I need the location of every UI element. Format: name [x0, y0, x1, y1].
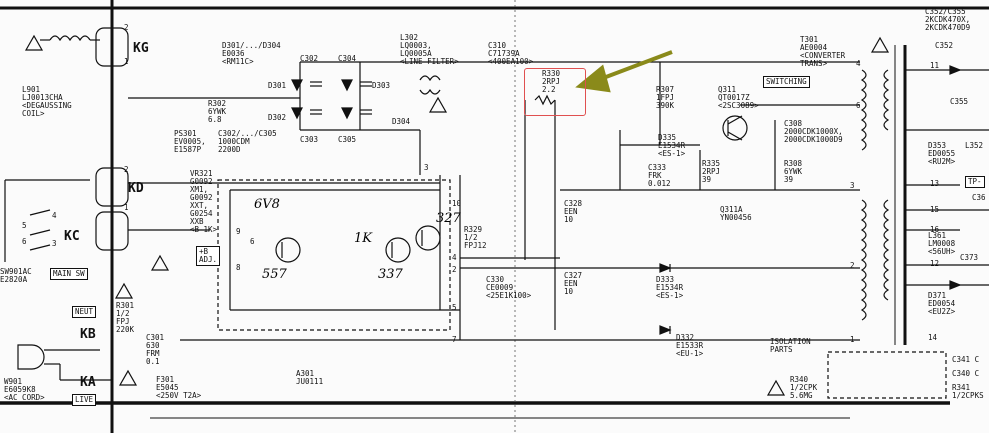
node-4: 4	[452, 253, 457, 262]
c355-label: C355	[950, 97, 969, 106]
t-pin-4: 4	[856, 59, 861, 68]
node-6: 6	[250, 237, 255, 246]
l361-label: L361 LM0008 <56UH>	[928, 231, 956, 256]
r329-label: R329 1/2 FPJ12	[464, 225, 487, 250]
t-pin-15: 15	[930, 205, 940, 214]
q311-label: Q311 QT0017Z <2SC3089>	[718, 85, 759, 110]
r335-label: R335 2RPJ 39	[702, 159, 721, 184]
r341-label: R341 1/2CPKS	[952, 383, 984, 400]
b-adj-label: +B ADJ.	[196, 246, 221, 266]
kc-label: KC	[64, 229, 80, 244]
l901-label: L901 LJ0013CHA <DEGAUSSING COIL>	[22, 85, 72, 118]
handwritten-1k: 1K	[354, 231, 372, 246]
c327-label: C327 EEN 10	[564, 271, 583, 296]
annotation-arrow	[575, 50, 673, 93]
r330-label: R330 2RPJ 2.2	[542, 69, 561, 94]
d301-label: D301/.../D304 E0036 <RM11C>	[222, 41, 281, 66]
node-5: 5	[452, 303, 457, 312]
kd-label: KD	[128, 181, 144, 196]
pin-1b: 1	[124, 203, 129, 212]
d333-label: D333 E1534R <ES-1>	[656, 275, 684, 300]
sw-pin-5: 5	[22, 221, 27, 230]
node-7: 7	[452, 335, 457, 344]
c352-label: C352	[935, 41, 954, 50]
t-pin-1: 1	[850, 335, 855, 344]
t-pin-3: 3	[850, 181, 855, 190]
c333-label: C333 FRK 0.012	[648, 163, 671, 188]
r302-label: R302 6YWK 6.8	[208, 99, 227, 124]
c310-label: C310 C71739A <400EA100>	[488, 41, 534, 66]
handwritten-337: 337	[378, 267, 403, 282]
tp-label: TP-	[965, 176, 985, 188]
sw-pin-3: 3	[52, 239, 57, 248]
c304-label: C304	[338, 54, 357, 63]
node-3: 3	[424, 163, 429, 172]
pin-2a: 2	[124, 23, 129, 32]
c330-label: C330 CE0009 <25E1K100>	[486, 275, 532, 300]
t-pin-14: 14	[928, 333, 938, 342]
a301-label: A301 JU0111	[296, 369, 324, 386]
ps301-label: PS301 EV0005, E1587P	[174, 129, 206, 154]
d332-label: D332 E1533R <EU-1>	[676, 333, 704, 358]
c302-label: C302	[300, 54, 319, 63]
c308-label: C308 2000CDK1000X, 2000CDK1000D9	[784, 119, 843, 144]
t-pin-2: 2	[850, 261, 855, 270]
r301-label: R301 1/2 FPJ 220K	[116, 301, 135, 334]
c303-label: C303	[300, 135, 319, 144]
node-9: 9	[236, 227, 241, 236]
d353-label: D353 ED0055 <RU2M>	[928, 141, 956, 166]
sw-pin-4: 4	[52, 211, 57, 220]
r307-label: R307 1FPJ 390K	[656, 85, 675, 110]
d303-label: D303	[372, 81, 391, 90]
pin-2b: 2	[124, 165, 129, 174]
c341-label: C341 C	[952, 355, 980, 364]
d304-label: D304	[392, 117, 411, 126]
t-pin-12: 12	[930, 259, 940, 268]
t-pin-16: 16	[930, 225, 940, 234]
r340-label: R340 1/2CPK 5.6MG	[790, 375, 818, 400]
pin-1a: 1	[124, 57, 129, 66]
live-label: LIVE	[72, 394, 97, 406]
w901-label: W901 E6059K8 <AC CORD>	[4, 377, 45, 402]
r308-label: R308 6YWK 39	[784, 159, 803, 184]
q311a-label: Q311A YN00456	[720, 205, 752, 222]
t-pin-6: 6	[856, 101, 861, 110]
l352-label: L352	[965, 141, 984, 150]
d335-label: D335 E1534R <ES-1>	[658, 133, 686, 158]
node-10: 10	[452, 199, 462, 208]
c301-label: C301 630 FRM 0.1	[146, 333, 165, 366]
c328-label: C328 EEN 10	[564, 199, 583, 224]
ka-label: KA	[80, 375, 96, 390]
d301b-label: D301	[268, 81, 287, 90]
node-8: 8	[236, 263, 241, 272]
r330-highlight-box	[524, 68, 586, 116]
c340-label: C340 C	[952, 369, 980, 378]
l302-label: L302 LQ0003, LQ0005A <LINE FILTER>	[400, 33, 459, 66]
c302-305-label: C302/.../C305 1000CDM 2200D	[218, 129, 277, 154]
c352-355-label: C352/C355 2KCDK470X, 2KCDK470D9	[925, 7, 971, 32]
isolation-parts-label: ISOLATION PARTS	[770, 337, 811, 354]
node-2: 2	[452, 265, 457, 274]
switching-label: SWITCHING	[763, 76, 810, 88]
kg-label: KG	[133, 41, 149, 56]
d371-label: D371 ED0054 <EU2Z>	[928, 291, 956, 316]
c36-label: C36	[972, 193, 986, 202]
handwritten-327: 327	[436, 211, 461, 226]
sw901-label: SW901AC E2820A	[0, 267, 32, 284]
sw-pin-6: 6	[22, 237, 27, 246]
f301-label: F301 E5045 <250V T2A>	[156, 375, 202, 400]
d302-label: D302	[268, 113, 287, 122]
c305-label: C305	[338, 135, 357, 144]
handwritten-6v8: 6V8	[254, 197, 280, 212]
main-sw-label: MAIN SW	[50, 268, 88, 280]
kb-label: KB	[80, 327, 96, 342]
neut-label: NEUT	[72, 306, 97, 318]
handwritten-557: 557	[262, 267, 287, 282]
t-pin-13: 13	[930, 179, 940, 188]
c373-label: C373	[960, 253, 979, 262]
t-pin-11: 11	[930, 61, 940, 70]
vr321-label: VR321 G0092 XM1, G0092 XXT, G0254 XXB <B…	[190, 169, 218, 234]
t301-label: T301 AE0004 <CONVERTER TRANS>	[800, 35, 846, 68]
